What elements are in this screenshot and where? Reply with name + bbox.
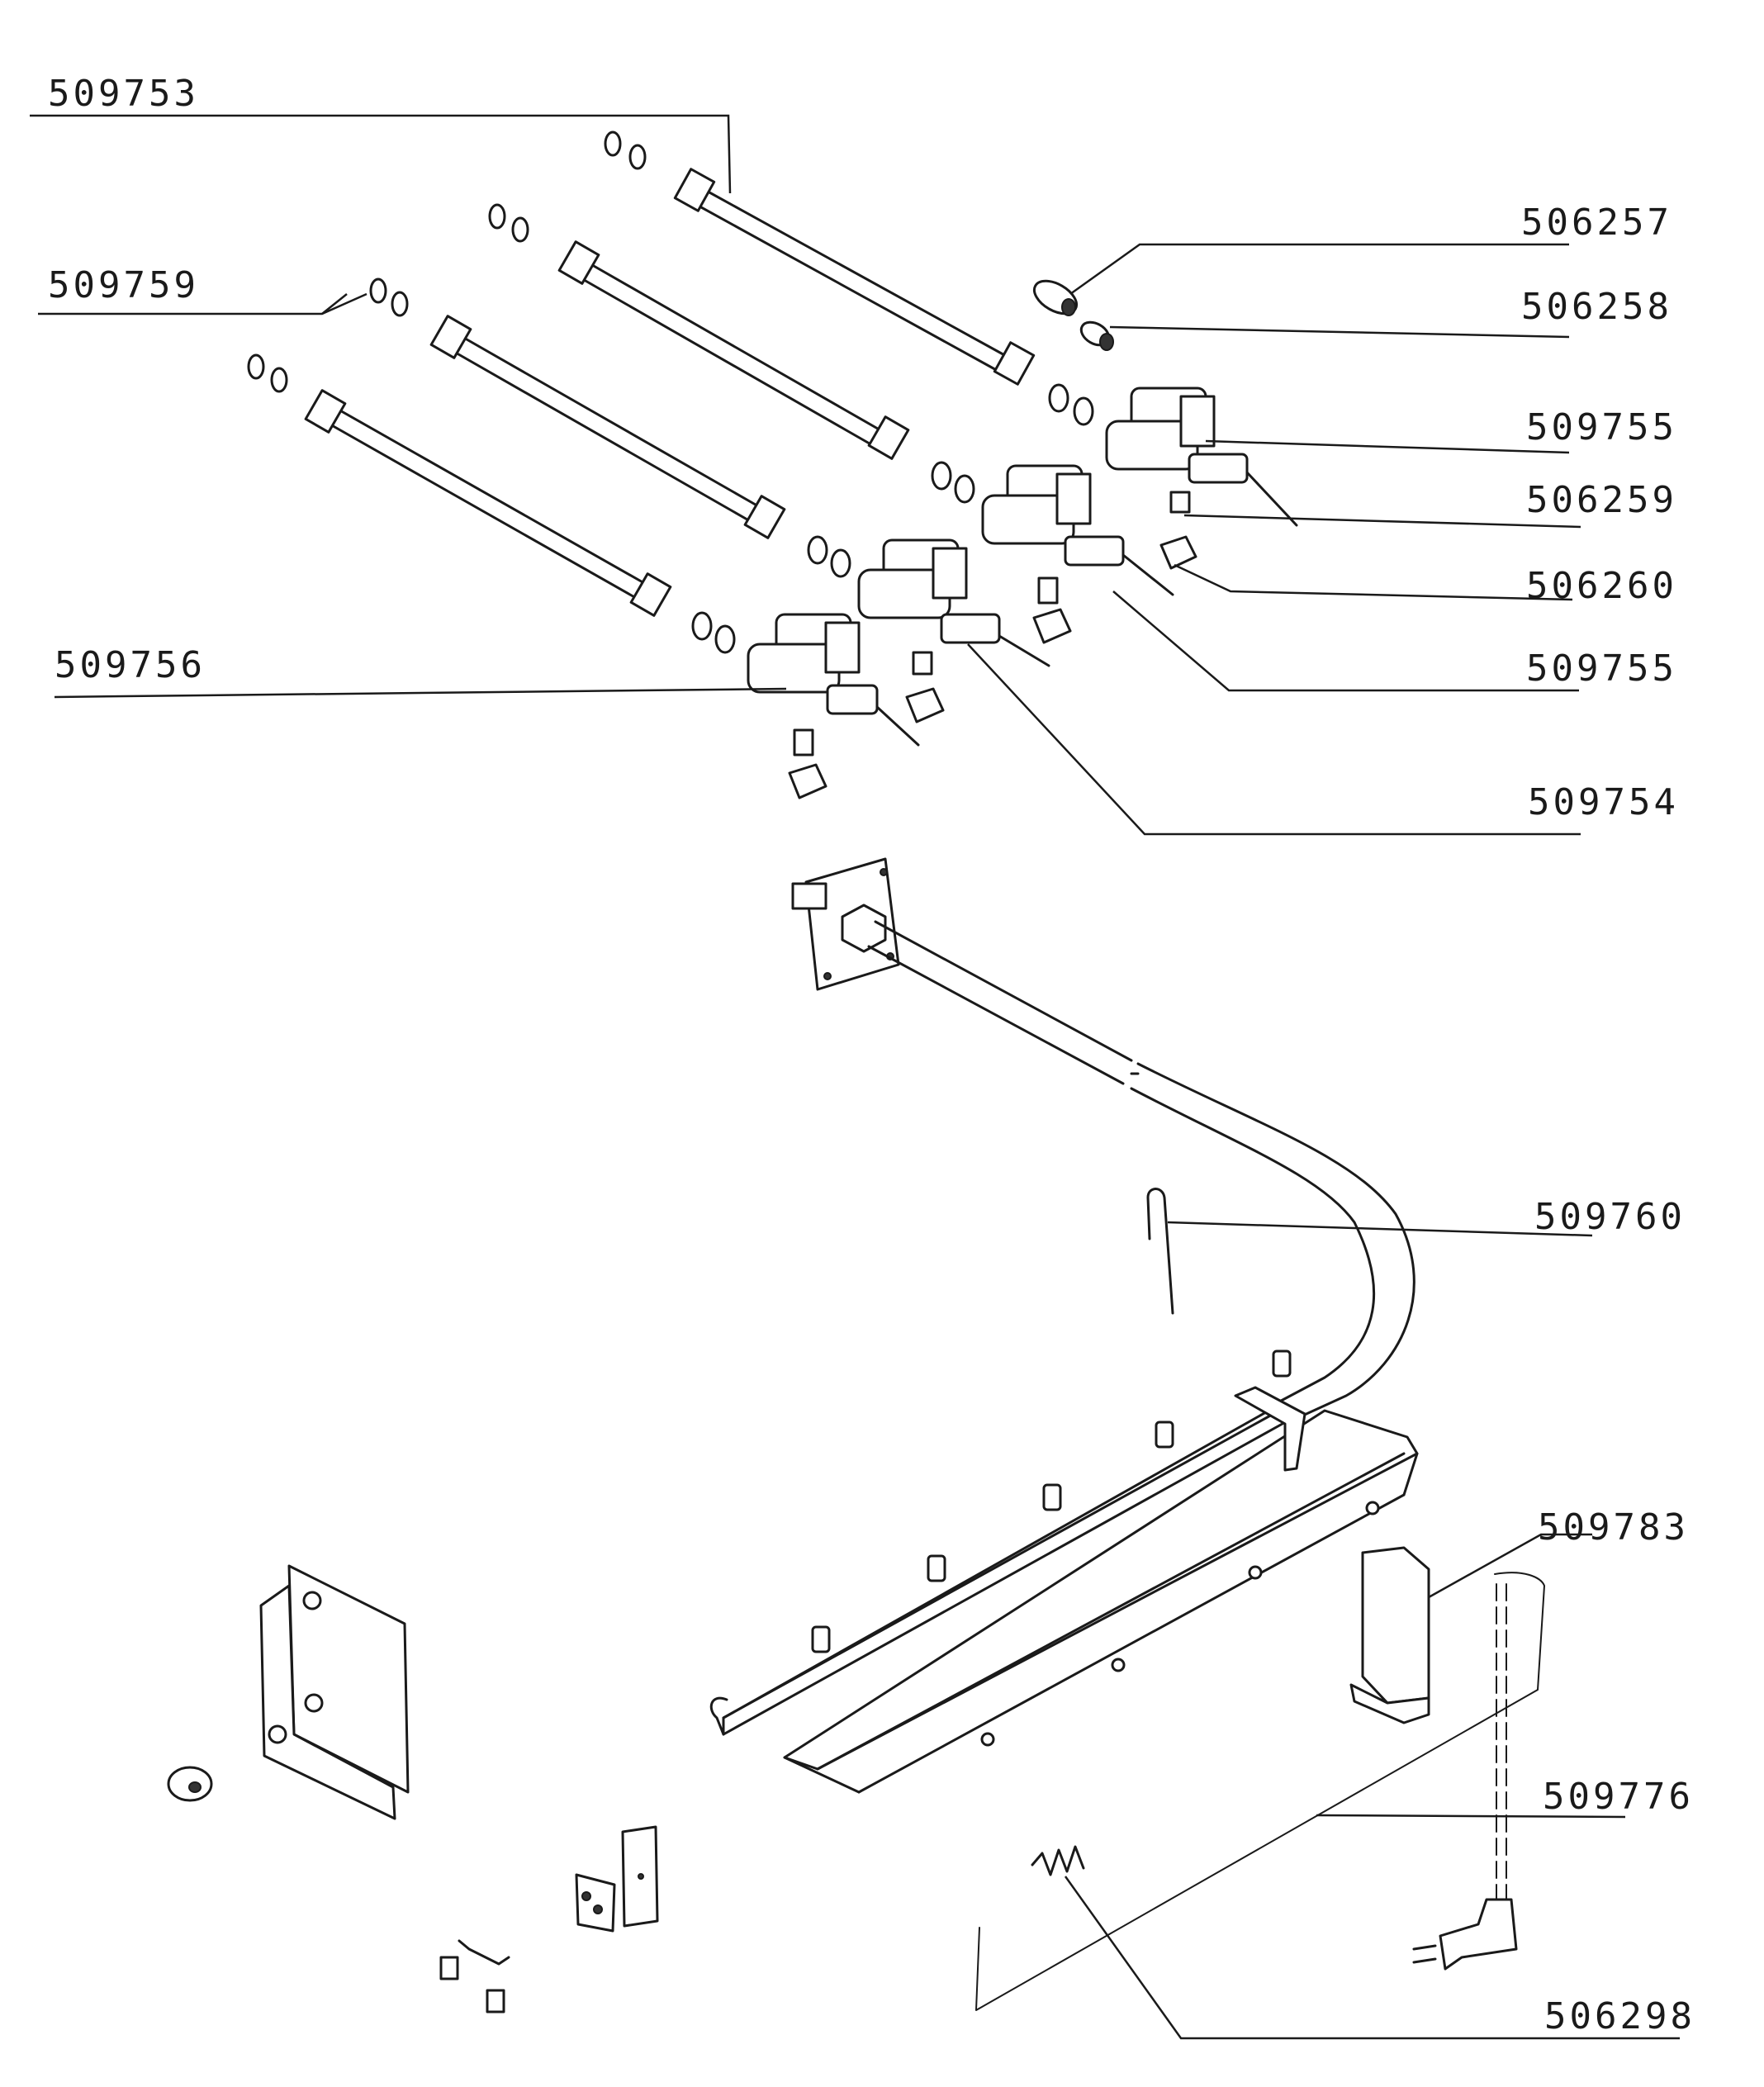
burner-jets xyxy=(811,1349,1292,1653)
part-labels: 509753 509759 509756 506257 506258 50975… xyxy=(48,73,1695,2037)
label-509760: 509760 xyxy=(1534,1196,1686,1238)
clip-509760 xyxy=(1146,1188,1174,1315)
gas-tap-3 xyxy=(857,538,1050,723)
gas-pipe-1 xyxy=(604,130,1094,426)
thermocouple-509776 xyxy=(975,1572,1545,2011)
label-509753: 509753 xyxy=(48,73,199,115)
label-506259: 506259 xyxy=(1526,479,1677,521)
burner-rail xyxy=(709,1386,1419,1794)
label-506257: 506257 xyxy=(1521,202,1672,244)
main-gas-line xyxy=(791,857,1415,1424)
ignition-button xyxy=(167,1766,213,1802)
spring-506298 xyxy=(1031,1845,1085,1876)
gas-tap-1 xyxy=(1105,387,1298,570)
connector-506257 xyxy=(1032,279,1079,316)
leader-lines xyxy=(30,114,1680,2040)
switch-plate xyxy=(621,1825,659,1928)
label-506260: 506260 xyxy=(1526,565,1677,607)
gas-tap-4 xyxy=(747,613,920,799)
label-509755-b: 509755 xyxy=(1526,647,1677,690)
label-509756: 509756 xyxy=(55,644,206,686)
label-509759: 509759 xyxy=(48,264,199,306)
heat-shield xyxy=(259,1564,410,1820)
gas-tap-2 xyxy=(981,464,1174,644)
terminal-clips xyxy=(439,1939,510,2013)
nut-506258 xyxy=(1079,320,1114,351)
label-509776: 509776 xyxy=(1543,1776,1694,1818)
gas-pipe-4 xyxy=(247,353,736,654)
switch-block xyxy=(575,1873,616,1933)
label-509754: 509754 xyxy=(1528,781,1679,823)
gas-pipe-2 xyxy=(488,203,975,504)
label-506298: 506298 xyxy=(1544,1995,1695,2037)
label-509755-a: 509755 xyxy=(1526,406,1677,448)
bracket-509783 xyxy=(1349,1546,1430,1724)
label-509783: 509783 xyxy=(1538,1506,1689,1549)
label-506258: 506258 xyxy=(1521,286,1672,328)
gas-pipe-3 xyxy=(429,315,851,578)
washer-pair-509759 xyxy=(369,277,409,317)
